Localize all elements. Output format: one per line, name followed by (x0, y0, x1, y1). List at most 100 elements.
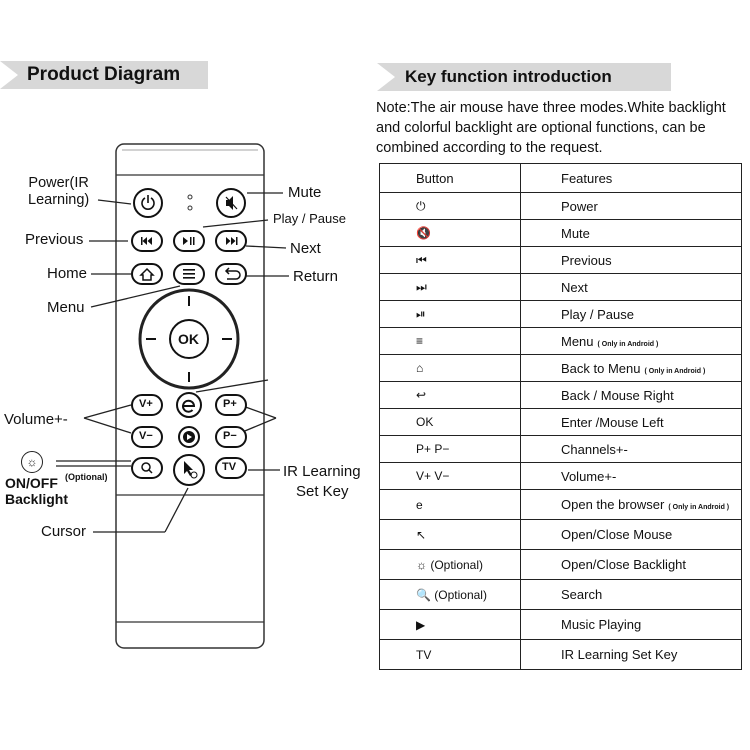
feature-text: Open/Close Backlight (561, 557, 687, 572)
feature-cell: Menu( Only in Android ) (520, 327, 742, 355)
button-cell: ⏭ (379, 273, 521, 301)
button-cell: ↖ (379, 519, 521, 550)
home-button[interactable] (131, 263, 163, 285)
features-column-header: Features (520, 163, 742, 193)
menu-icon (183, 269, 195, 279)
button-cell: ⌂ (379, 354, 521, 382)
backlight-label: Backlight (5, 491, 69, 507)
right-header-title: Key function introduction (405, 67, 612, 86)
table-row: ▶ Music Playing (379, 609, 742, 640)
feature-cell: Channels+- (520, 435, 742, 463)
search-button[interactable] (131, 457, 163, 479)
previous-icon (141, 237, 152, 245)
feature-text: Enter /Mouse Left (561, 414, 664, 430)
search-icon (141, 462, 151, 472)
mute-icon (226, 196, 233, 210)
left-header-title: Product Diagram (27, 64, 181, 85)
pplus-button[interactable] (215, 394, 247, 416)
tv-button[interactable] (215, 457, 247, 479)
table-row: ⏮Previous (379, 246, 742, 274)
table-header-row: Button Features (379, 163, 742, 193)
feature-text: Volume+- (561, 468, 617, 484)
mute-label: Mute (288, 184, 322, 201)
ok-button-label: OK (178, 331, 199, 347)
header-arrow-icon (0, 61, 18, 89)
table-row: ⏭Next (379, 273, 742, 301)
power-icon (141, 197, 155, 210)
feature-text: Channels+- (561, 441, 628, 457)
tv-label: TV (222, 461, 237, 473)
feature-text: Menu (561, 333, 594, 349)
button-cell: ⏻ (379, 192, 521, 220)
button-cell: ⏮ (379, 246, 521, 274)
power-label: Power(IR Learning) (28, 175, 90, 208)
set-key-label: Set Key (296, 483, 349, 500)
cursor-label: Cursor (41, 523, 87, 540)
feature-cell: Open/Close Mouse (520, 519, 742, 550)
pminus-button[interactable] (215, 426, 247, 448)
feature-cell: Music Playing (520, 609, 742, 640)
table-row: ↩ Back / Mouse Right (379, 381, 742, 409)
feature-cell: Power (520, 192, 742, 220)
play-pause-label: Play / Pause (273, 211, 346, 226)
home-icon (139, 267, 155, 281)
feature-cell: Back / Mouse Right (520, 381, 742, 409)
play-pause-button[interactable] (173, 230, 205, 252)
return-button[interactable] (215, 263, 247, 285)
button-cell: TV (379, 639, 521, 670)
table-row: ☼ (Optional) Open/Close Backlight (379, 549, 742, 580)
button-cell: ↩ (379, 381, 521, 409)
button-cell: 🔇 (379, 219, 521, 247)
button-cell: ≡ (379, 327, 521, 355)
feature-cell: Play / Pause (520, 300, 742, 328)
right-header: Key function introduction (377, 63, 671, 91)
feature-cell: Open the browser( Only in Android ) (520, 489, 742, 520)
button-cell: ☼ (Optional) (379, 549, 521, 580)
feature-text: Back to Menu (561, 360, 641, 376)
feature-text: Mute (561, 225, 590, 241)
button-cell: P+ P− (379, 435, 521, 463)
button-cell: e (379, 489, 521, 520)
home-label: Home (47, 265, 88, 282)
next-label: Next (290, 240, 321, 257)
feature-text: Open/Close Mouse (561, 527, 673, 542)
feature-cell: Back to Menu( Only in Android ) (520, 354, 742, 382)
button-column-header: Button (379, 163, 521, 193)
feature-text: IR Learning Set Key (561, 647, 678, 662)
header-arrow-icon (377, 63, 395, 91)
button-cell: ▶ (379, 609, 521, 640)
backlight-bulb-icon: ☼ (21, 451, 43, 473)
feature-text: Open the browser (561, 497, 665, 512)
previous-label: Previous (25, 231, 84, 248)
vplus-label: V+ (139, 398, 153, 410)
button-cell: OK (379, 408, 521, 436)
cursor-icon (184, 461, 193, 476)
table-row: ≡Menu( Only in Android ) (379, 327, 742, 355)
feature-cell: Volume+- (520, 462, 742, 490)
pminus-label: P− (223, 430, 237, 442)
table-row: ↖ Open/Close Mouse (379, 519, 742, 550)
feature-text: Power (561, 198, 598, 214)
feature-text: Music Playing (561, 617, 642, 632)
play-pause-icon (183, 237, 195, 245)
vminus-button[interactable] (131, 426, 163, 448)
next-icon (226, 237, 238, 245)
feature-cell: Search (520, 579, 742, 610)
feature-text: Back / Mouse Right (561, 387, 674, 403)
vplus-button[interactable] (131, 394, 163, 416)
optional-label: (Optional) (65, 472, 108, 482)
ir-learning-label: IR Learning (283, 463, 361, 480)
table-row: P+ P− Channels+- (379, 435, 742, 463)
ok-button[interactable] (169, 319, 209, 359)
table-row: 🔍 (Optional)Search (379, 579, 742, 610)
table-row: TV IR Learning Set Key (379, 639, 742, 670)
menu-label: Menu (47, 299, 85, 316)
table-row: 🔇 Mute (379, 219, 742, 247)
button-cell: ⏯ (379, 300, 521, 328)
volume-label: Volume+- (4, 411, 68, 428)
return-icon (224, 267, 241, 280)
key-function-table: Button Features ⏻ Power 🔇 Mute ⏮Previous⏭Nex… (379, 163, 742, 670)
feature-cell: Enter /Mouse Left (520, 408, 742, 436)
